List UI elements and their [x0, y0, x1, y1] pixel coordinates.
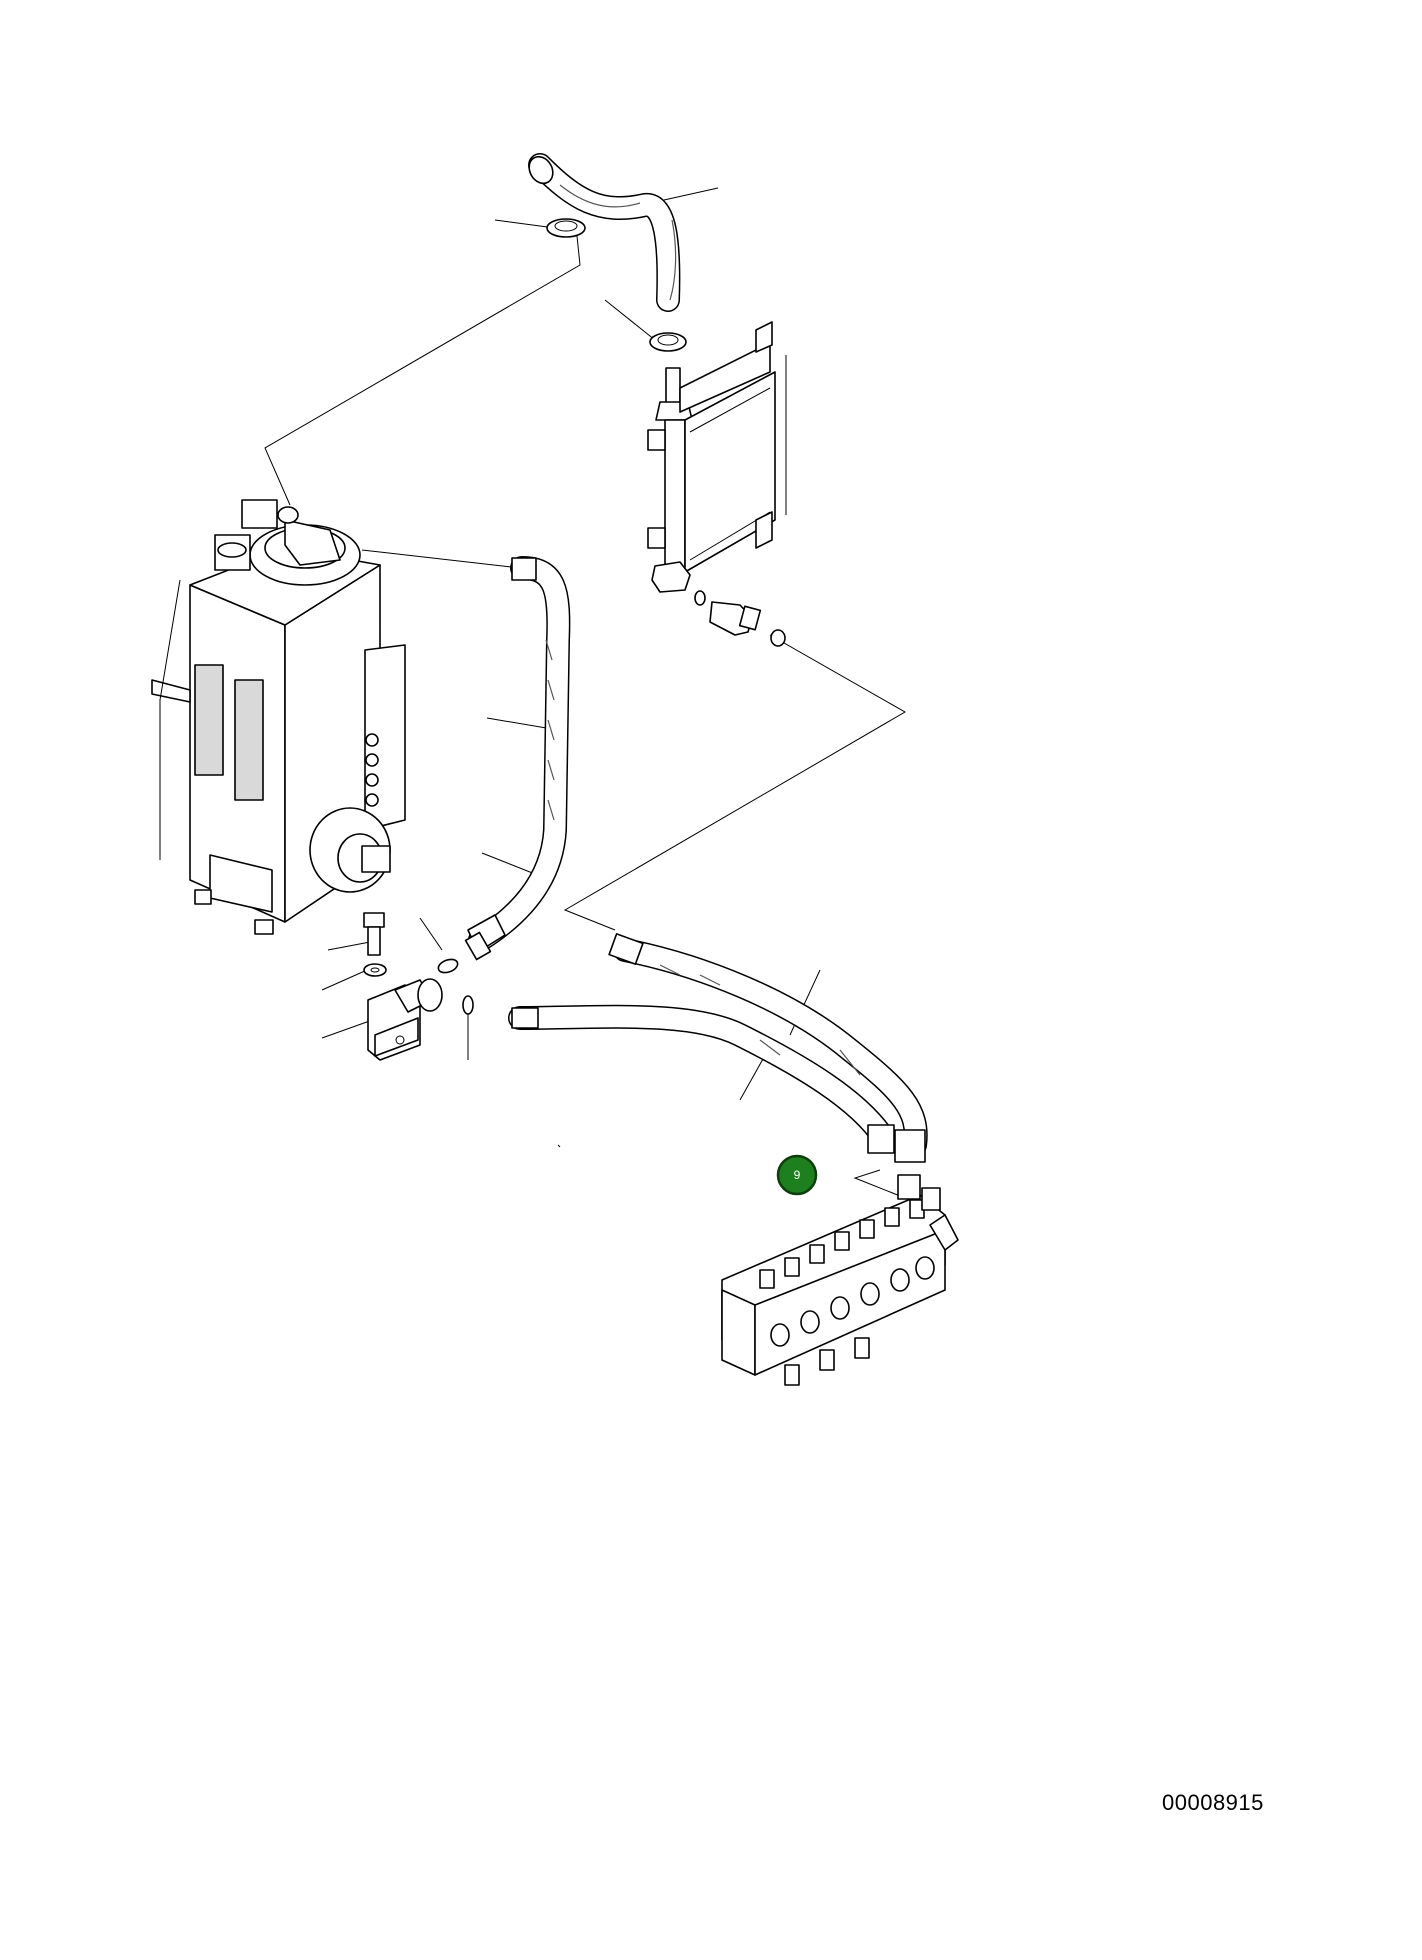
- bolt[interactable]: [363, 912, 385, 956]
- washer[interactable]: [363, 963, 387, 977]
- callout-badge-9[interactable]: 9: [776, 1154, 818, 1196]
- o-rings[interactable]: [437, 590, 786, 1015]
- hose-clamp-upper[interactable]: [546, 218, 586, 238]
- hose-clamp-lower[interactable]: [649, 332, 687, 352]
- oil-cooler[interactable]: [647, 321, 787, 593]
- cooler-adapter-fitting[interactable]: [709, 601, 762, 636]
- hydraulic-tank[interactable]: [151, 499, 406, 935]
- callout-badge-label: 9: [794, 1168, 801, 1182]
- control-valve-block[interactable]: [721, 1174, 959, 1386]
- pressure-hose-pair[interactable]: [508, 933, 928, 1163]
- elbow-fitting-bracket[interactable]: [367, 978, 443, 1061]
- tank-return-hose[interactable]: [464, 556, 571, 961]
- drawing-number: 00008915: [1162, 1790, 1264, 1815]
- upper-rubber-hose[interactable]: [524, 152, 681, 312]
